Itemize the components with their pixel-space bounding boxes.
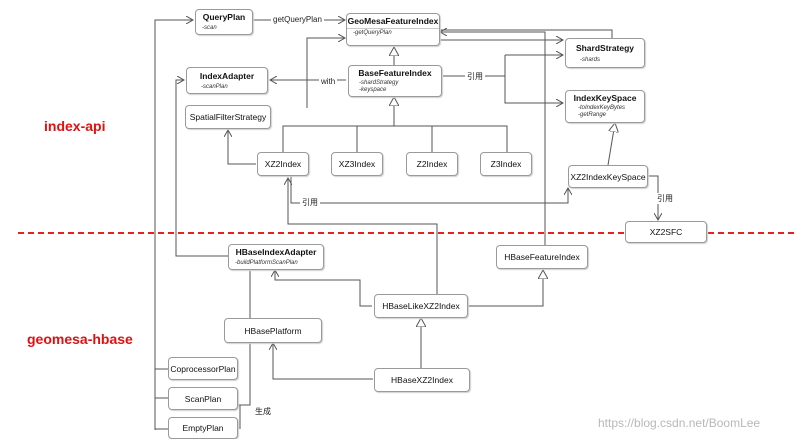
node-title: HBaseLikeXZ2Index: [382, 301, 460, 311]
node-xz2-index[interactable]: XZ2Index: [257, 152, 309, 176]
node-title: XZ2SFC: [649, 227, 683, 237]
node-z3-index[interactable]: Z3Index: [480, 152, 532, 176]
node-member: -keyspace: [359, 87, 387, 93]
edge-indices-extend: [282, 125, 508, 152]
node-spatial-filter-strategy[interactable]: SpatialFilterStrategy: [185, 105, 271, 129]
node-hbase-like-xz2-index[interactable]: HBaseLikeXZ2Index: [374, 294, 468, 318]
node-title: ScanPlan: [184, 393, 222, 404]
node-index-key-space[interactable]: IndexKeySpace -toIndexKeyBytes -getRange: [565, 90, 645, 123]
edge-hbasexz2-platform: [273, 343, 373, 380]
edge-label-with: with: [319, 77, 338, 86]
node-member: -buildPlatformScanPlan: [235, 260, 298, 266]
node-coprocessor-plan[interactable]: CoprocessorPlan: [168, 357, 238, 380]
node-hbase-platform[interactable]: HBasePlatform: [224, 318, 322, 343]
node-title: XZ2IndexKeySpace: [570, 171, 646, 182]
node-base-feature-index[interactable]: BaseFeatureIndex -shardStrategy -keyspac…: [348, 65, 442, 97]
edge-label-ref-sfc: 引用: [655, 193, 675, 204]
edge-likexz2-hbasefeature: [460, 270, 543, 307]
node-title: IndexKeySpace: [573, 93, 637, 103]
node-xz2-index-key-space[interactable]: XZ2IndexKeySpace: [568, 165, 648, 188]
node-title: HBaseXZ2Index: [391, 375, 453, 385]
node-title: EmptyPlan: [182, 423, 224, 433]
edge-label-get-query-plan: getQueryPlan: [271, 15, 324, 24]
edge-hbaseadapter-adapter: [175, 80, 228, 257]
node-title: CoprocessorPlan: [170, 363, 236, 374]
edge-xz2-keyspace: [290, 176, 568, 204]
node-title: XZ2Index: [264, 159, 302, 169]
watermark: https://blog.csdn.net/BoomLee: [598, 416, 761, 430]
node-z2-index[interactable]: Z2Index: [406, 152, 458, 176]
edge-geomesa-indexkeyspace: [440, 29, 613, 40]
edge-keyspace-impl: [607, 123, 615, 166]
edge-hbasefeature-geomesa: [440, 32, 546, 245]
edge-likexz2-adapter: [275, 270, 372, 307]
node-title: ShardStrategy: [575, 43, 635, 53]
node-shard-strategy[interactable]: ShardStrategy -shards: [565, 38, 645, 68]
node-xz2-sfc[interactable]: XZ2SFC: [625, 221, 707, 243]
edge-label-ref-xz2: 引用: [300, 197, 320, 208]
node-hbase-feature-index[interactable]: HBaseFeatureIndex: [496, 245, 588, 269]
section-label-index-api: index-api: [44, 118, 106, 134]
node-member: -scan: [202, 25, 217, 31]
node-member: -getQueryPlan: [353, 30, 392, 36]
node-title: Z2Index: [416, 159, 448, 169]
node-empty-plan[interactable]: EmptyPlan: [168, 417, 238, 439]
node-member: -scanPlan: [201, 84, 228, 90]
node-title: SpatialFilterStrategy: [189, 112, 267, 122]
node-scan-plan[interactable]: ScanPlan: [168, 387, 238, 410]
node-member: -toIndexKeyBytes: [578, 105, 626, 111]
node-title: XZ3Index: [338, 159, 376, 169]
edge-spatial-geomesa: [306, 38, 345, 108]
node-query-plan[interactable]: QueryPlan -scan: [195, 9, 253, 35]
node-title: Z3Index: [490, 159, 522, 169]
edge-likexz2-xz2: [288, 178, 438, 296]
edge-platform-plans: [238, 343, 251, 406]
edge-ref-shard: [504, 55, 563, 103]
node-member: -shards: [580, 57, 601, 63]
edge-plans-to-queryplan: [154, 20, 193, 430]
node-xz3-index[interactable]: XZ3Index: [331, 152, 383, 176]
node-geomesa-feature-index[interactable]: GeoMesaFeatureIndex -getQueryPlan: [346, 13, 440, 46]
node-member: -shardStrategy: [359, 80, 399, 86]
edge-keyspace-sfc: [648, 175, 658, 220]
edge-label-generate: 生成: [253, 406, 273, 417]
section-label-geomesa-hbase: geomesa-hbase: [27, 331, 133, 347]
node-title: HBasePlatform: [244, 325, 302, 336]
node-hbase-xz2-index[interactable]: HBaseXZ2Index: [374, 368, 470, 392]
node-title: BaseFeatureIndex: [358, 68, 432, 78]
node-title: HBaseFeatureIndex: [504, 252, 580, 262]
node-title: HBaseIndexAdapter: [235, 247, 317, 257]
node-title: IndexAdapter: [199, 71, 255, 81]
edge-label-ref-shard: 引用: [465, 71, 485, 82]
node-member: -getRange: [578, 112, 607, 118]
edge-xz2-spatial: [228, 130, 256, 165]
node-title: QueryPlan: [202, 12, 246, 22]
node-title: GeoMesaFeatureIndex: [347, 16, 439, 26]
node-hbase-index-adapter[interactable]: HBaseIndexAdapter -buildPlatformScanPlan: [228, 244, 324, 270]
node-index-adapter[interactable]: IndexAdapter -scanPlan: [186, 67, 268, 94]
